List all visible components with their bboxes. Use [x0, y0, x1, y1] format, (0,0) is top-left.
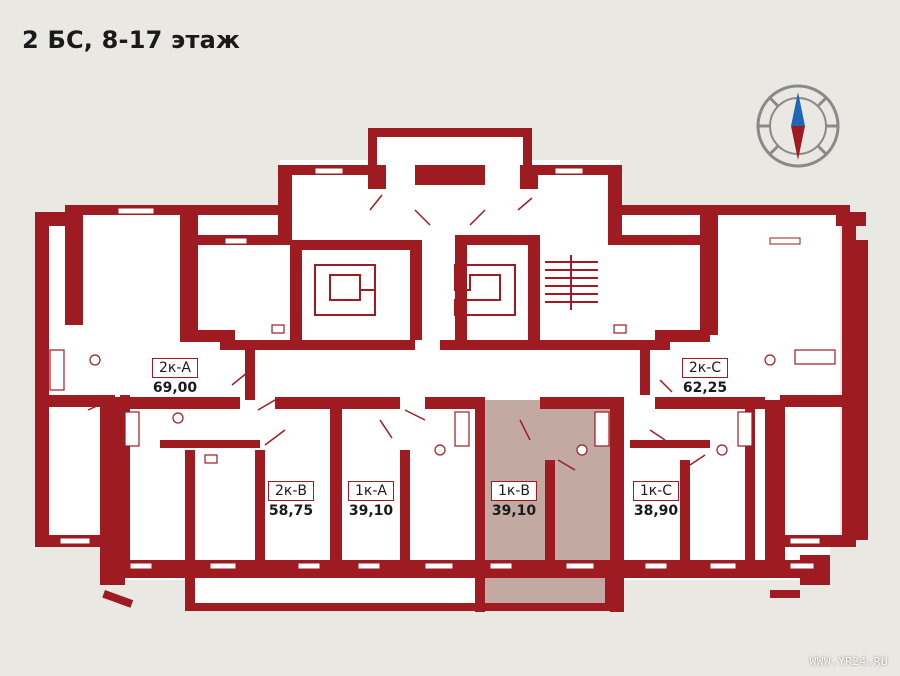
- unit-code: 2к-A: [152, 358, 198, 378]
- stair-icon: [314, 255, 598, 316]
- unit-code: 1к-A: [348, 481, 394, 501]
- unit-label-1k-a[interactable]: 1к-A 39,10: [336, 480, 406, 519]
- windows: [59, 167, 821, 570]
- unit-code: 1к-C: [632, 481, 680, 501]
- unit-label-1k-c[interactable]: 1к-C 38,90: [621, 480, 691, 519]
- unit-area: 69,00: [152, 380, 198, 396]
- watermark: WWW.YR24.RU: [809, 655, 888, 668]
- unit-label-1k-b[interactable]: 1к-B 39,10: [479, 480, 549, 519]
- unit-area: 39,10: [348, 503, 394, 519]
- unit-area: 38,90: [633, 503, 679, 519]
- unit-area: 39,10: [491, 503, 537, 519]
- door-swings: [87, 194, 706, 471]
- unit-label-2k-a[interactable]: 2к-A 69,00: [140, 357, 210, 396]
- unit-label-2k-c[interactable]: 2к-C 62,25: [670, 357, 740, 396]
- unit-code: 1к-B: [490, 481, 538, 501]
- bathroom-fixtures: [49, 324, 836, 464]
- compass-icon: [756, 84, 840, 168]
- unit-area: 58,75: [268, 503, 314, 519]
- floor-title: 2 БС, 8-17 этаж: [22, 26, 241, 54]
- unit-label-2k-b[interactable]: 2к-B 58,75: [256, 480, 326, 519]
- unit-code: 2к-B: [267, 481, 315, 501]
- unit-area: 62,25: [682, 380, 728, 396]
- unit-code: 2к-C: [681, 358, 729, 378]
- walls: [35, 128, 868, 612]
